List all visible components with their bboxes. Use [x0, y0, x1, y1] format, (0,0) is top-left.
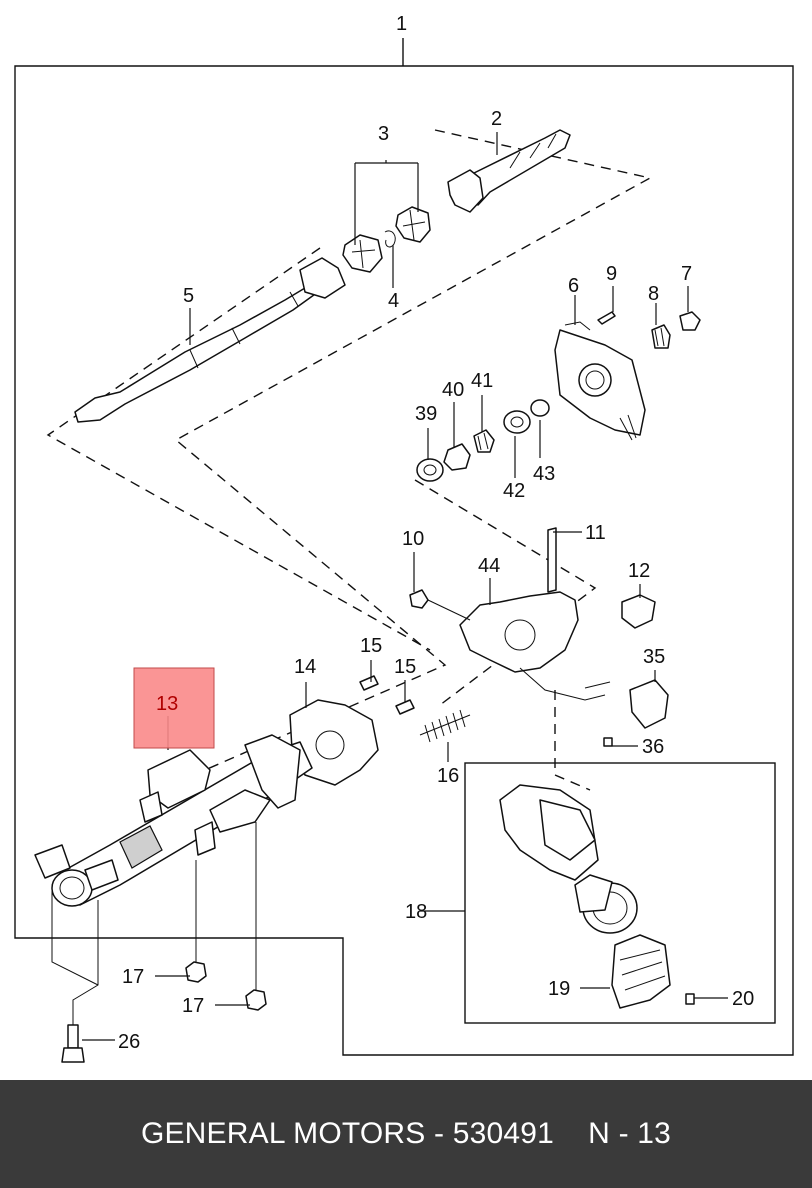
callout-6: 6 [568, 275, 579, 297]
callout-39: 39 [415, 403, 437, 425]
callout-17a: 17 [122, 966, 144, 988]
upper-shaft-part [447, 129, 571, 213]
callout-15a: 15 [360, 635, 382, 657]
ignition-switch-inset [464, 762, 776, 1024]
callout-42: 42 [503, 480, 525, 502]
intermediate-shaft-part [74, 257, 346, 423]
footer-bar: GENERAL MOTORS - 530491 N - 13 [0, 1080, 812, 1188]
dashed-guide-mid [414, 479, 597, 706]
callout-36: 36 [642, 736, 664, 758]
callout-14: 14 [294, 656, 316, 678]
assembly-frame [14, 38, 794, 1056]
callout-11: 11 [585, 522, 606, 544]
coupling-parts [342, 206, 431, 273]
fastener-parts [51, 822, 267, 1063]
leader-lines [82, 132, 728, 1041]
callout-5: 5 [183, 285, 194, 307]
callout-labels: 1 2 3 4 5 6 7 8 9 10 11 12 13 14 15 15 1… [118, 13, 754, 1053]
dashed-guide-upper [174, 129, 652, 771]
callout-18: 18 [405, 901, 427, 923]
callout-41: 41 [471, 370, 493, 392]
callout-35: 35 [643, 646, 665, 668]
callout-17b: 17 [182, 995, 204, 1017]
callout-10: 10 [402, 528, 424, 550]
mid-bracket-part [289, 675, 415, 786]
callout-13: 13 [156, 693, 178, 715]
callout-19: 19 [548, 978, 570, 1000]
callout-44: 44 [478, 555, 500, 577]
footer-part-label: GENERAL MOTORS - 530491 N - 13 [140, 1117, 672, 1150]
callout-40: 40 [442, 379, 464, 401]
highlight-box [133, 667, 215, 749]
callout-26: 26 [118, 1031, 140, 1053]
dashed-guide-switch [554, 690, 591, 791]
callout-20: 20 [732, 988, 754, 1010]
callout-2: 2 [491, 108, 502, 130]
column-tube-part [34, 734, 313, 907]
lower-bracket-part [409, 527, 669, 747]
callout-12: 12 [628, 560, 650, 582]
callout-9: 9 [606, 263, 617, 285]
bearing-stack-parts [416, 399, 550, 482]
upper-bracket-part [554, 311, 701, 441]
spring-part [419, 709, 471, 743]
dashed-guide-left [46, 247, 431, 651]
callout-4: 4 [388, 290, 399, 312]
steering-column-exploded-diagram: 1 2 3 4 5 6 7 8 9 10 11 12 13 14 15 15 1… [14, 13, 794, 1063]
callout-3: 3 [378, 123, 389, 145]
callout-15b: 15 [394, 656, 416, 678]
callout-1: 1 [396, 13, 407, 35]
callout-16: 16 [437, 765, 459, 787]
callout-8: 8 [648, 283, 659, 305]
callout-43: 43 [533, 463, 555, 485]
callout-7: 7 [681, 263, 692, 285]
